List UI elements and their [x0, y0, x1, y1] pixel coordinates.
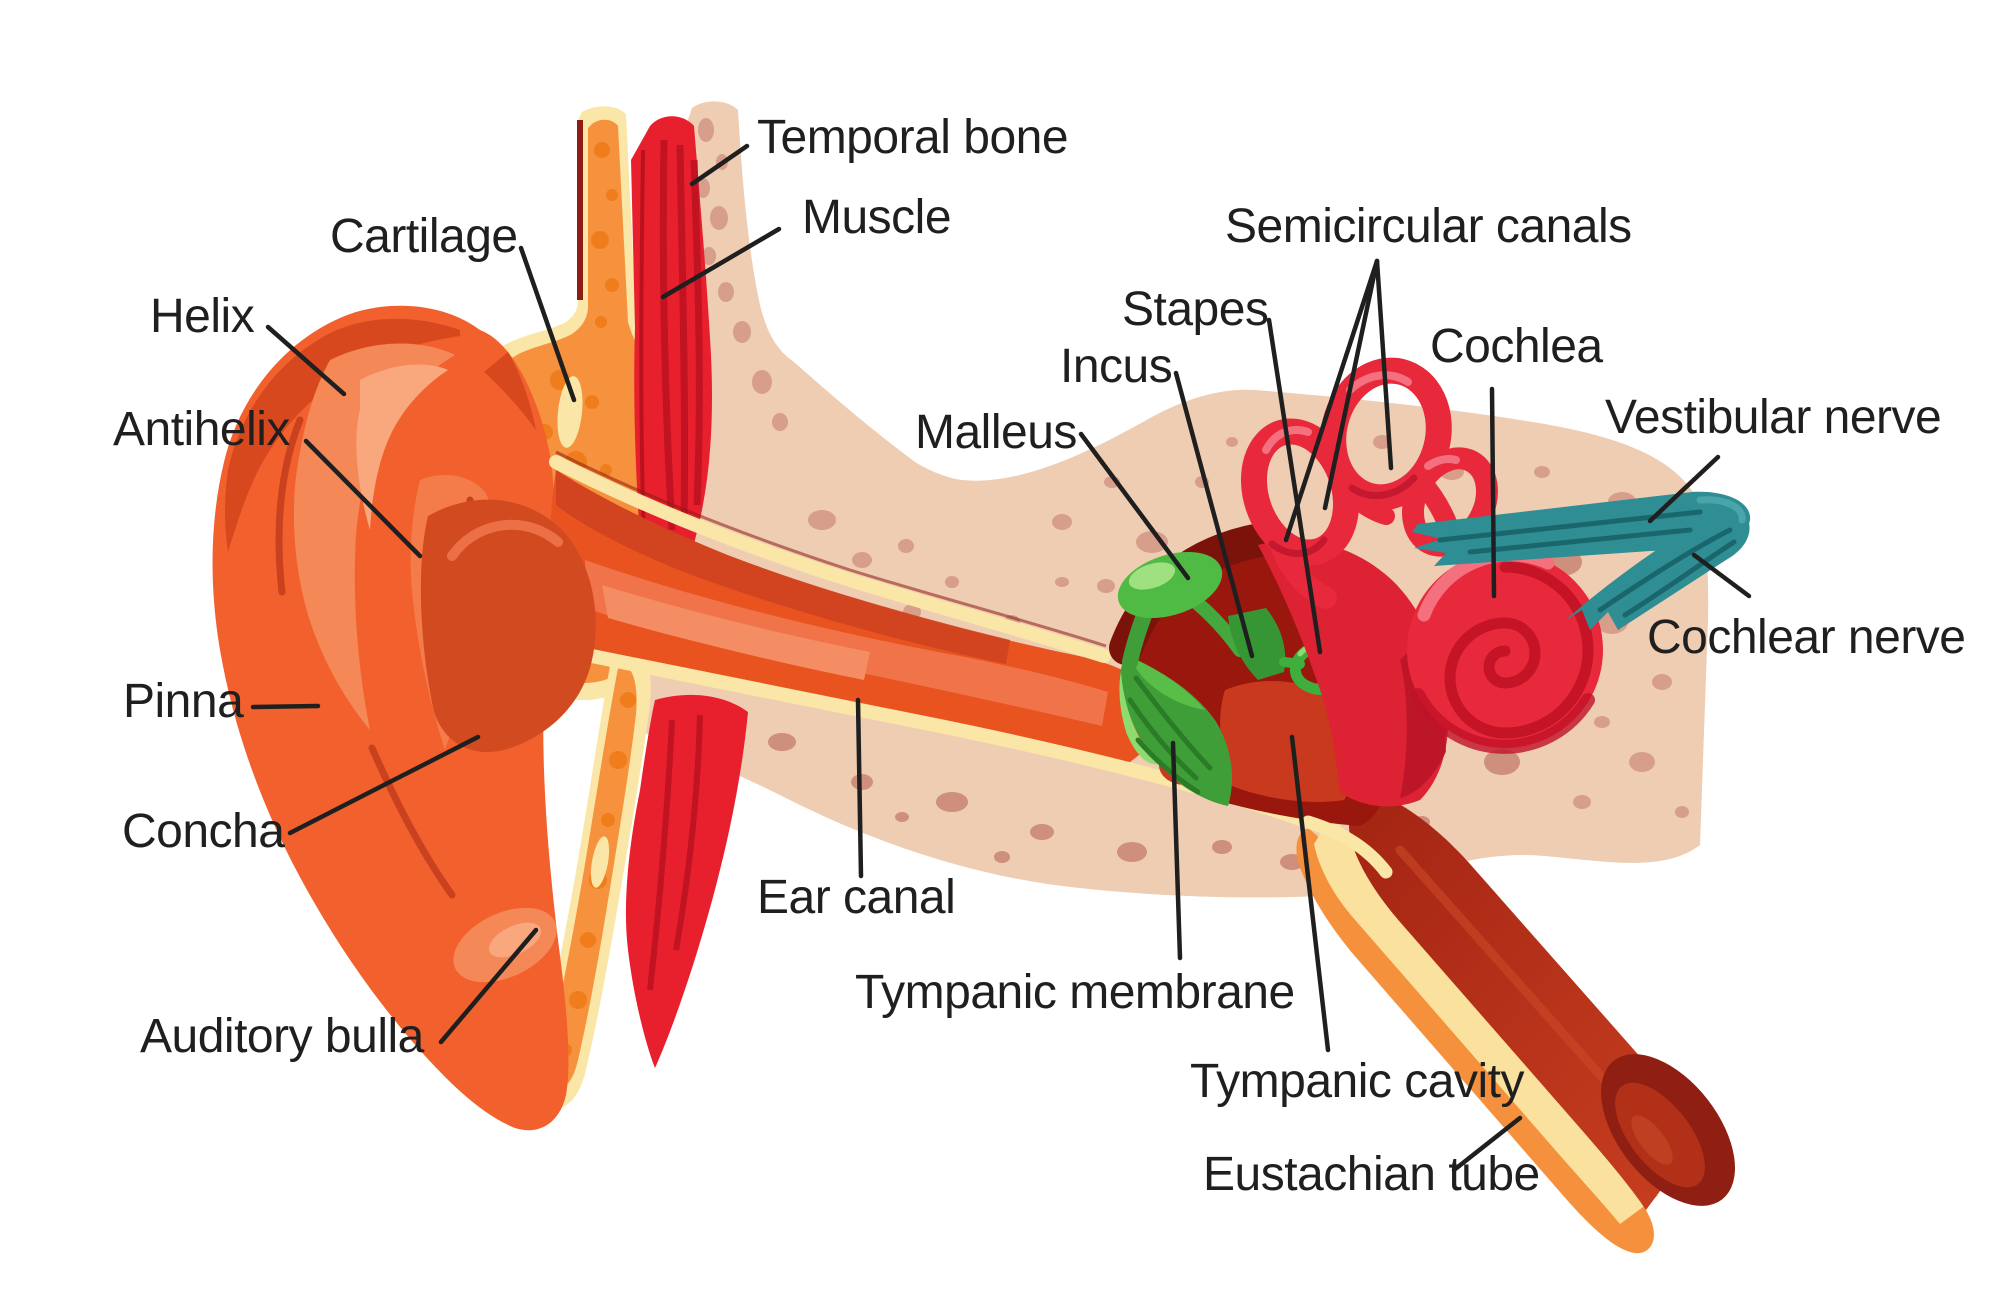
- concha-graphic: [420, 499, 596, 753]
- malleus-head-highlight: [1128, 562, 1176, 590]
- leader-malleus: [1078, 431, 1191, 581]
- tympanic-membrane-left-sliver: [1119, 672, 1158, 765]
- leader-tympanic-cavity: [1289, 734, 1331, 1053]
- label-temporal-bone: Temporal bone: [757, 111, 1069, 164]
- bulla-marrow-pale-blob: [590, 836, 610, 888]
- eustachian-tube-graphic: [1296, 790, 1735, 1254]
- leader-semicircular-3: [1374, 258, 1394, 471]
- leader-auditory-bulla: [438, 927, 539, 1045]
- ear-canal-lighter-band: [602, 585, 870, 680]
- leader-eustachian-tube: [1451, 1115, 1523, 1173]
- tympanic-membrane-light-top: [1128, 656, 1205, 710]
- label-concha: Concha: [122, 805, 285, 858]
- label-cartilage: Cartilage: [330, 210, 518, 263]
- label-semicircular-canals: Semicircular canals: [1225, 200, 1632, 253]
- muscle-lower-streaks: [647, 714, 703, 991]
- leader-stapes: [1266, 317, 1323, 655]
- label-malleus: Malleus: [915, 406, 1077, 459]
- leader-ear-canal: [855, 697, 864, 879]
- ear-canal-dark-lining: [556, 470, 1010, 664]
- leader-concha: [287, 734, 481, 836]
- leader-muscle: [660, 226, 782, 300]
- concha-shape: [420, 499, 596, 753]
- label-antihelix: Antihelix: [113, 403, 290, 456]
- label-tympanic-membrane: Tympanic membrane: [855, 966, 1295, 1019]
- ear-canal-top-border: [549, 455, 1111, 663]
- muscle-lower-wedge: [625, 694, 748, 1068]
- muscle-streaks: [659, 139, 703, 531]
- leader-lines: [250, 143, 1752, 1173]
- nerves-graphic: [1412, 491, 1751, 630]
- eustachian-tube-end-highlight: [1631, 1115, 1673, 1165]
- label-eustachian-tube: Eustachian tube: [1203, 1148, 1540, 1201]
- leader-semicircular-1: [1283, 258, 1380, 543]
- bulla-highlight-swirl-light: [488, 922, 542, 958]
- nerve-highlight: [1696, 496, 1746, 524]
- label-ear-canal: Ear canal: [757, 871, 956, 924]
- canal-connector-3: [1339, 483, 1395, 525]
- vestibule-shape: [1258, 540, 1449, 807]
- leader-cartilage: [518, 245, 577, 403]
- leader-cochlear-nerve: [1691, 552, 1752, 599]
- leader-helix: [265, 324, 347, 397]
- canal-highlights: [1262, 371, 1460, 470]
- leader-antihelix: [303, 438, 423, 559]
- label-pinna: Pinna: [123, 675, 244, 728]
- leader-cochlea: [1489, 386, 1497, 599]
- leader-semicircular-2: [1322, 258, 1380, 511]
- cochlea-bottom-shade: [1411, 688, 1595, 754]
- muscle-graphic: [631, 116, 712, 576]
- label-auditory-bulla: Auditory bulla: [140, 1010, 424, 1063]
- tympanic-cavity-bottom-border: [1301, 815, 1393, 879]
- label-cochlea: Cochlea: [1430, 320, 1603, 373]
- temporal-bone-lower-edge: [706, 758, 1340, 898]
- canal-shadows: [1268, 474, 1418, 557]
- cochlea-spiral: [1444, 561, 1594, 739]
- leader-vestibular-nerve: [1647, 454, 1721, 524]
- ear-canal-top-outline: [555, 450, 1107, 648]
- concha-highlight-arc: [447, 519, 563, 561]
- tympanic-cavity-inner-blob: [1220, 681, 1358, 803]
- pinna-helix-rim-shadow: [225, 318, 460, 552]
- label-helix: Helix: [150, 290, 255, 343]
- auditory-bulla-marrow: [535, 655, 651, 1109]
- tympanic-membrane-veins: [1127, 675, 1213, 795]
- cochlea-graphic: [1407, 548, 1603, 754]
- pinna-antihelix-ridge-light: [356, 364, 448, 530]
- pinna-rim-shadow-right: [484, 352, 536, 430]
- leader-temporal-bone: [689, 143, 750, 187]
- muscle-shape: [631, 116, 712, 576]
- label-incus: Incus: [1060, 340, 1173, 393]
- label-muscle: Muscle: [802, 191, 952, 244]
- leader-tympanic-membrane: [1170, 740, 1183, 961]
- label-tympanic-cavity: Tympanic cavity: [1190, 1055, 1524, 1108]
- ear-canal-light-band: [585, 560, 1108, 726]
- label-stapes: Stapes: [1122, 283, 1269, 336]
- leader-incus: [1173, 370, 1255, 659]
- label-cochlear-nerve: Cochlear nerve: [1647, 611, 1966, 664]
- leader-pinna: [250, 703, 321, 710]
- label-vestibular-nerve: Vestibular nerve: [1605, 391, 1942, 444]
- pinna-antihelix-ridge: [293, 343, 455, 730]
- tympanic-membrane-graphic: [1119, 656, 1232, 806]
- eustachian-tube-core-streak: [1395, 845, 1645, 1125]
